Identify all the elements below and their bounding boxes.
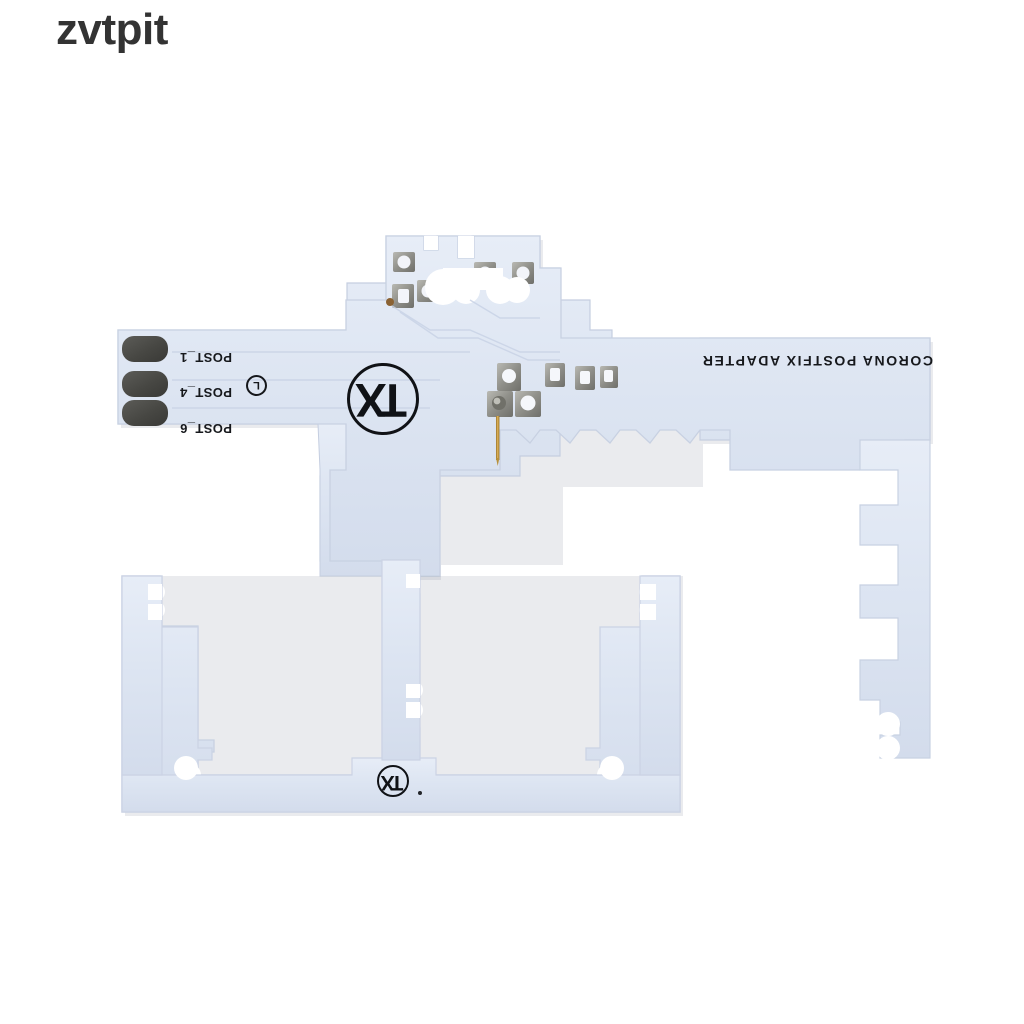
center-pad-solder — [487, 391, 513, 417]
center-pad-edge — [600, 366, 618, 388]
frame-bottom-strip — [121, 757, 681, 813]
pcb-right-vertical-arm — [859, 439, 931, 760]
silk-label-post-6: POST_6 — [179, 421, 232, 436]
center-pad-far-right — [545, 363, 565, 387]
castellated-pad — [393, 252, 415, 272]
frame-rails — [121, 559, 681, 776]
pcb-top-cutouts — [424, 236, 530, 305]
tx-logo-frame: TX — [377, 765, 409, 797]
circled-l-mark: L — [246, 375, 267, 396]
silk-label-post-1: POST_1 — [179, 350, 232, 365]
tx-logo-frame-text: TX — [384, 771, 404, 794]
probe-wire — [496, 416, 500, 466]
frame-rail-notches — [148, 574, 656, 780]
silk-label-brand: CORONA POSTFIX ADAPTER — [701, 353, 933, 369]
center-pad-lower-right — [515, 391, 541, 417]
seller-watermark: zvtpit — [56, 5, 168, 54]
center-pad-group — [487, 363, 618, 417]
tx-logo-main-text: TX — [362, 374, 408, 428]
pcb-traces — [172, 299, 560, 409]
post-pad-group — [122, 336, 168, 426]
tx-logo-main: TX — [347, 363, 419, 435]
pcb-via — [386, 298, 394, 306]
center-pad-upper — [497, 363, 521, 391]
silk-label-post-4: POST_4 — [179, 385, 232, 400]
castellated-pad — [392, 284, 414, 308]
pcb-edge-highlights — [122, 340, 929, 811]
post-pad-1 — [122, 336, 168, 362]
post-pad-4 — [122, 371, 168, 397]
post-pad-6 — [122, 400, 168, 426]
center-pad-edge — [575, 366, 595, 390]
